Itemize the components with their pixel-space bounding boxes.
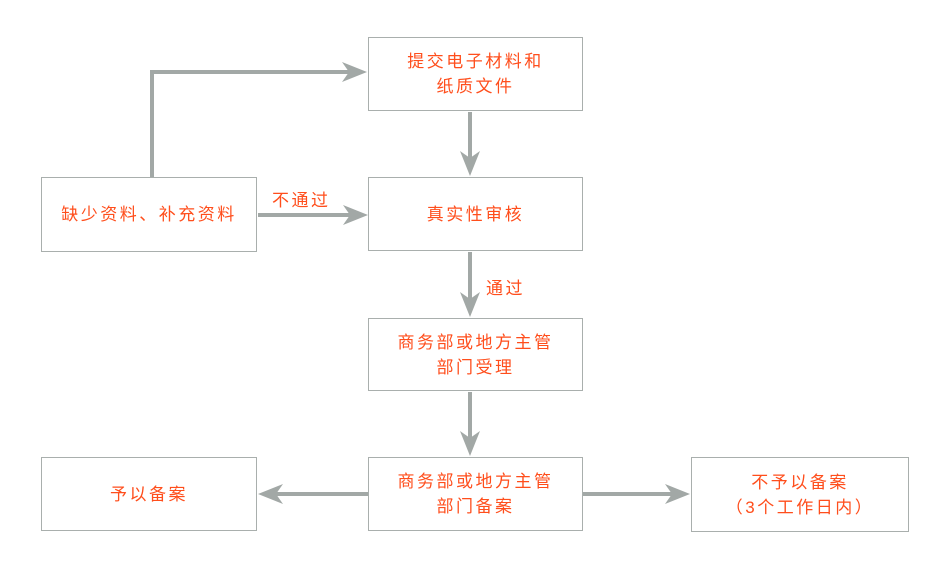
arrow-missing-to-submit xyxy=(150,62,367,177)
node-filing-line1: 商务部或地方主管 xyxy=(397,472,554,491)
node-denied-line2: （3个工作日内） xyxy=(725,497,875,517)
node-submit-line1: 提交电子材料和 xyxy=(407,52,544,71)
node-submit-line2: 纸质文件 xyxy=(436,77,515,96)
arrow-submit-to-review xyxy=(460,112,480,176)
node-department-acceptance: 商务部或地方主管 部门受理 xyxy=(368,318,583,391)
node-granted-line1: 予以备案 xyxy=(110,484,188,504)
node-missing-line1: 缺少资料、补充资料 xyxy=(61,205,237,224)
node-missing-materials: 缺少资料、补充资料 xyxy=(41,177,257,252)
node-department-filing: 商务部或地方主管 部门备案 xyxy=(368,457,583,531)
node-submit-materials: 提交电子材料和 纸质文件 xyxy=(368,37,583,111)
arrow-filing-to-denied xyxy=(583,484,690,504)
node-authenticity-review: 真实性审核 xyxy=(368,177,583,251)
node-denied-line1: 不予以备案 xyxy=(751,472,849,492)
edge-label-fail: 不通过 xyxy=(272,191,331,210)
node-review-line1: 真实性审核 xyxy=(426,204,525,224)
node-accept-line1: 商务部或地方主管 xyxy=(397,332,554,352)
arrow-missing-to-review xyxy=(258,205,368,225)
arrow-review-to-accept xyxy=(460,252,480,317)
edge-label-pass: 通过 xyxy=(486,279,525,298)
arrow-filing-to-granted xyxy=(258,484,368,504)
node-filing-granted: 予以备案 xyxy=(41,457,257,531)
node-filing-denied: 不予以备案 （3个工作日内） xyxy=(691,457,909,532)
node-filing-line2: 部门备案 xyxy=(436,497,515,516)
arrow-accept-to-filing xyxy=(460,392,480,456)
node-accept-line2: 部门受理 xyxy=(436,357,515,377)
